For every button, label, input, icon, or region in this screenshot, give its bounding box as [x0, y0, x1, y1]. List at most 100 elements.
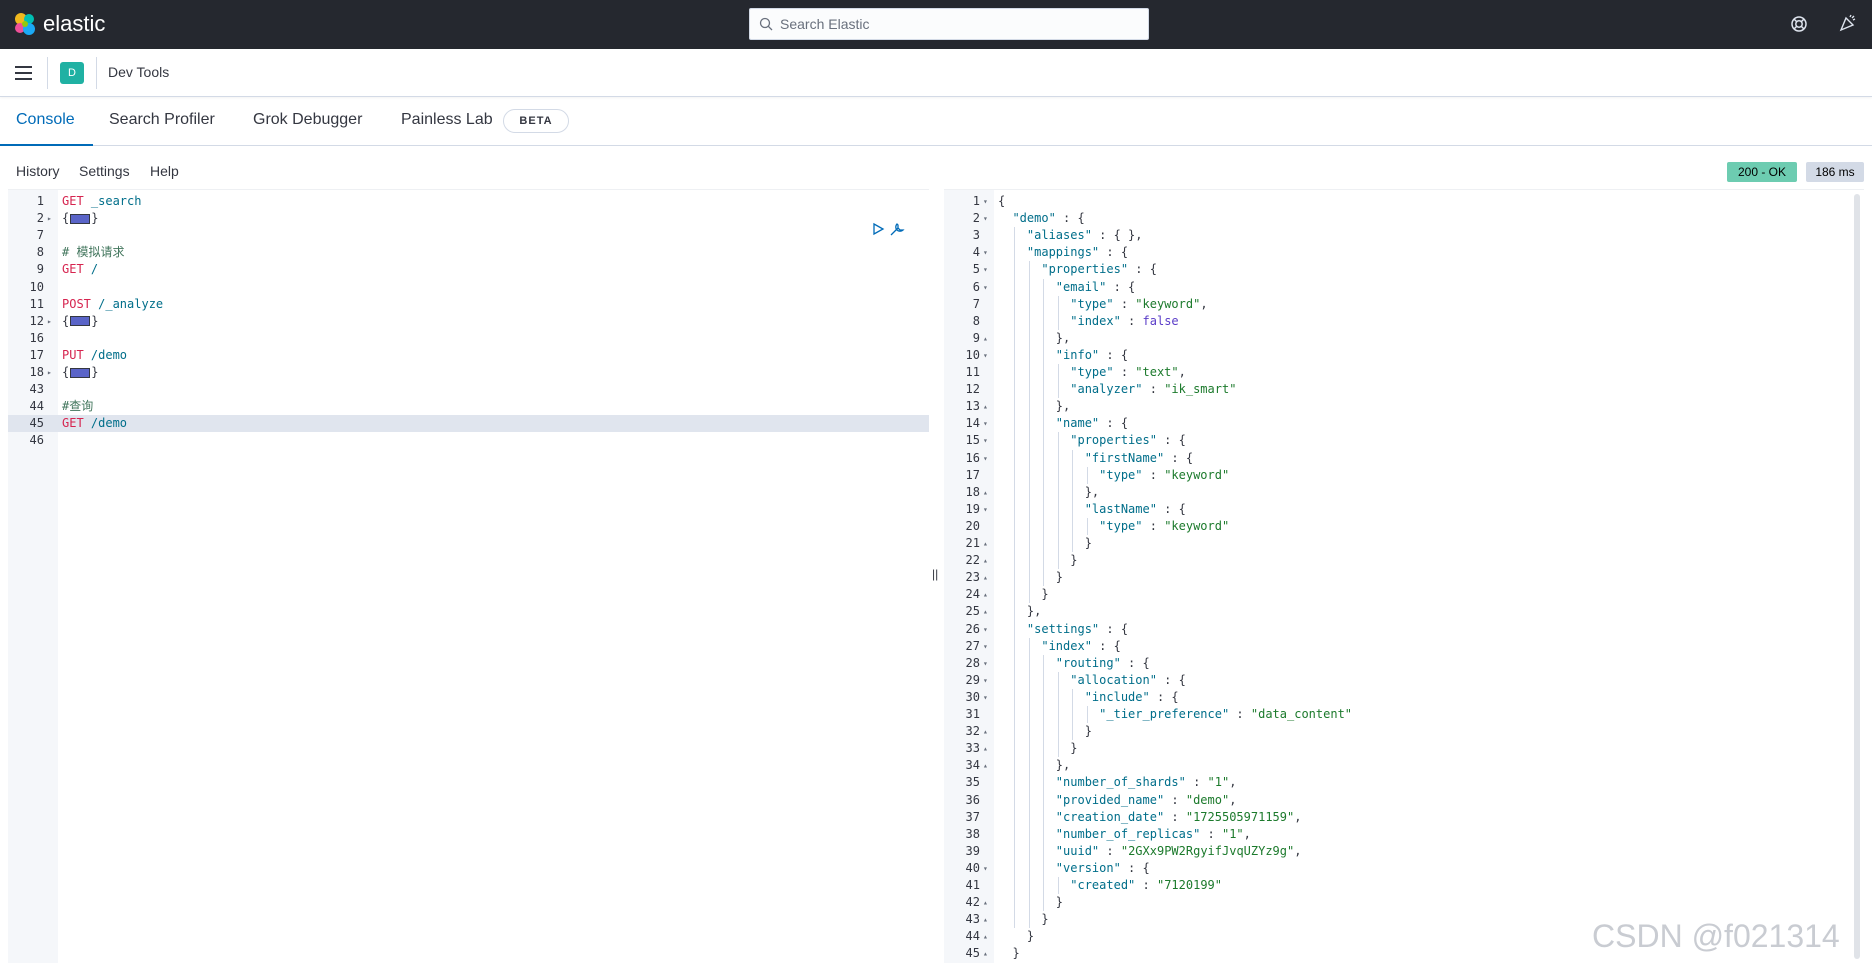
fold-toggle-icon[interactable]: ▾ [983, 624, 988, 634]
response-line[interactable]: 28▾ "routing" : { [944, 655, 1864, 672]
response-line[interactable]: 21▴ } [944, 535, 1864, 552]
response-line[interactable]: 12 "analyzer" : "ik_smart" [944, 381, 1864, 398]
request-line[interactable]: 44#查询 [8, 398, 929, 415]
fold-toggle-icon[interactable]: ▾ [983, 248, 988, 258]
play-icon[interactable] [871, 222, 885, 236]
settings-link[interactable]: Settings [79, 163, 130, 179]
response-line[interactable]: 10▾ "info" : { [944, 347, 1864, 364]
response-line[interactable]: 40▾ "version" : { [944, 860, 1864, 877]
response-line[interactable]: 6▾ "email" : { [944, 279, 1864, 296]
fold-toggle-icon[interactable]: ▴ [983, 487, 988, 497]
response-line[interactable]: 31 "_tier_preference" : "data_content" [944, 706, 1864, 723]
fold-toggle-icon[interactable]: ▴ [983, 898, 988, 908]
request-line[interactable]: 18▸{} [8, 364, 929, 381]
response-line[interactable]: 41 "created" : "7120199" [944, 877, 1864, 894]
response-line[interactable]: 42▴ } [944, 894, 1864, 911]
response-line[interactable]: 3 "aliases" : { }, [944, 227, 1864, 244]
response-line[interactable]: 13▴ }, [944, 398, 1864, 415]
fold-toggle-icon[interactable]: ▴ [983, 402, 988, 412]
response-line[interactable]: 19▾ "lastName" : { [944, 501, 1864, 518]
search-field[interactable]: Search Elastic [749, 8, 1149, 40]
fold-toggle-icon[interactable]: ▴ [983, 607, 988, 617]
response-line[interactable]: 16▾ "firstName" : { [944, 450, 1864, 467]
response-line[interactable]: 26▾ "settings" : { [944, 621, 1864, 638]
response-line[interactable]: 35 "number_of_shards" : "1", [944, 774, 1864, 791]
request-line[interactable]: 43 [8, 381, 929, 398]
response-line[interactable]: 45▴ } [944, 945, 1864, 962]
response-line[interactable]: 38 "number_of_replicas" : "1", [944, 826, 1864, 843]
response-line[interactable]: 25▴ }, [944, 603, 1864, 620]
fold-toggle-icon[interactable]: ▴ [983, 949, 988, 959]
response-line[interactable]: 11 "type" : "text", [944, 364, 1864, 381]
collapsed-block-icon[interactable] [70, 213, 91, 224]
response-line[interactable]: 15▾ "properties" : { [944, 432, 1864, 449]
fold-toggle-icon[interactable]: ▾ [983, 658, 988, 668]
response-line[interactable]: 32▴ } [944, 723, 1864, 740]
response-viewer[interactable]: 1▾{2▾ "demo" : {3 "aliases" : { },4▾ "ma… [944, 189, 1864, 963]
panel-resizer[interactable]: || [929, 189, 944, 962]
fold-toggle-icon[interactable]: ▾ [983, 282, 988, 292]
tab-search-profiler[interactable]: Search Profiler [109, 111, 215, 128]
request-line[interactable]: 12▸{} [8, 313, 929, 330]
response-line[interactable]: 34▴ }, [944, 757, 1864, 774]
tab-painless-lab[interactable]: Painless Lab [401, 111, 493, 128]
newsfeed-icon[interactable] [1838, 13, 1858, 33]
response-line[interactable]: 5▾ "properties" : { [944, 261, 1864, 278]
fold-toggle-icon[interactable]: ▴ [983, 556, 988, 566]
response-line[interactable]: 39 "uuid" : "2GXx9PW2RgyifJvqUZYz9g", [944, 843, 1864, 860]
request-line[interactable]: 46 [8, 432, 929, 449]
request-line[interactable]: 7 [8, 227, 929, 244]
response-line[interactable]: 1▾{ [944, 193, 1864, 210]
fold-toggle-icon[interactable]: ▴ [983, 333, 988, 343]
response-line[interactable]: 22▴ } [944, 552, 1864, 569]
fold-toggle-icon[interactable]: ▾ [983, 214, 988, 224]
response-line[interactable]: 14▾ "name" : { [944, 415, 1864, 432]
response-line[interactable]: 29▾ "allocation" : { [944, 672, 1864, 689]
help-icon[interactable] [1789, 14, 1809, 34]
fold-toggle-icon[interactable]: ▾ [983, 692, 988, 702]
fold-toggle-icon[interactable]: ▾ [983, 419, 988, 429]
collapsed-block-icon[interactable] [70, 316, 91, 327]
response-line[interactable]: 43▴ } [944, 911, 1864, 928]
fold-toggle-icon[interactable]: ▴ [983, 573, 988, 583]
space-avatar[interactable]: D [60, 62, 84, 84]
response-line[interactable]: 4▾ "mappings" : { [944, 244, 1864, 261]
fold-toggle-icon[interactable]: ▾ [983, 453, 988, 463]
fold-toggle-icon[interactable]: ▸ [47, 316, 52, 326]
response-line[interactable]: 18▴ }, [944, 484, 1864, 501]
response-line[interactable]: 44▴ } [944, 928, 1864, 945]
fold-toggle-icon[interactable]: ▴ [983, 932, 988, 942]
response-line[interactable]: 8 "index" : false [944, 313, 1864, 330]
response-line[interactable]: 36 "provided_name" : "demo", [944, 792, 1864, 809]
wrench-icon[interactable] [889, 221, 907, 237]
elastic-logo-icon[interactable] [12, 11, 38, 37]
fold-toggle-icon[interactable]: ▴ [983, 915, 988, 925]
fold-toggle-icon[interactable]: ▾ [983, 675, 988, 685]
brand-name[interactable]: elastic [43, 11, 106, 36]
history-link[interactable]: History [16, 163, 60, 179]
response-line[interactable]: 27▾ "index" : { [944, 638, 1864, 655]
response-line[interactable]: 17 "type" : "keyword" [944, 467, 1864, 484]
response-line[interactable]: 23▴ } [944, 569, 1864, 586]
fold-toggle-icon[interactable]: ▴ [983, 539, 988, 548]
fold-toggle-icon[interactable]: ▴ [983, 761, 988, 771]
response-line[interactable]: 24▴ } [944, 586, 1864, 603]
response-line[interactable]: 37 "creation_date" : "1725505971159", [944, 809, 1864, 826]
request-line[interactable]: 2▸{} [8, 210, 929, 227]
fold-toggle-icon[interactable]: ▾ [983, 863, 988, 873]
fold-toggle-icon[interactable]: ▴ [983, 590, 988, 600]
collapsed-block-icon[interactable] [70, 367, 91, 378]
hamburger-menu-icon[interactable] [14, 64, 34, 82]
fold-toggle-icon[interactable]: ▴ [983, 744, 988, 754]
help-link[interactable]: Help [150, 163, 179, 179]
response-line[interactable]: 2▾ "demo" : { [944, 210, 1864, 227]
fold-toggle-icon[interactable]: ▾ [983, 197, 988, 206]
request-line[interactable]: 16 [8, 330, 929, 347]
fold-toggle-icon[interactable]: ▾ [983, 436, 988, 446]
response-line[interactable]: 20 "type" : "keyword" [944, 518, 1864, 535]
